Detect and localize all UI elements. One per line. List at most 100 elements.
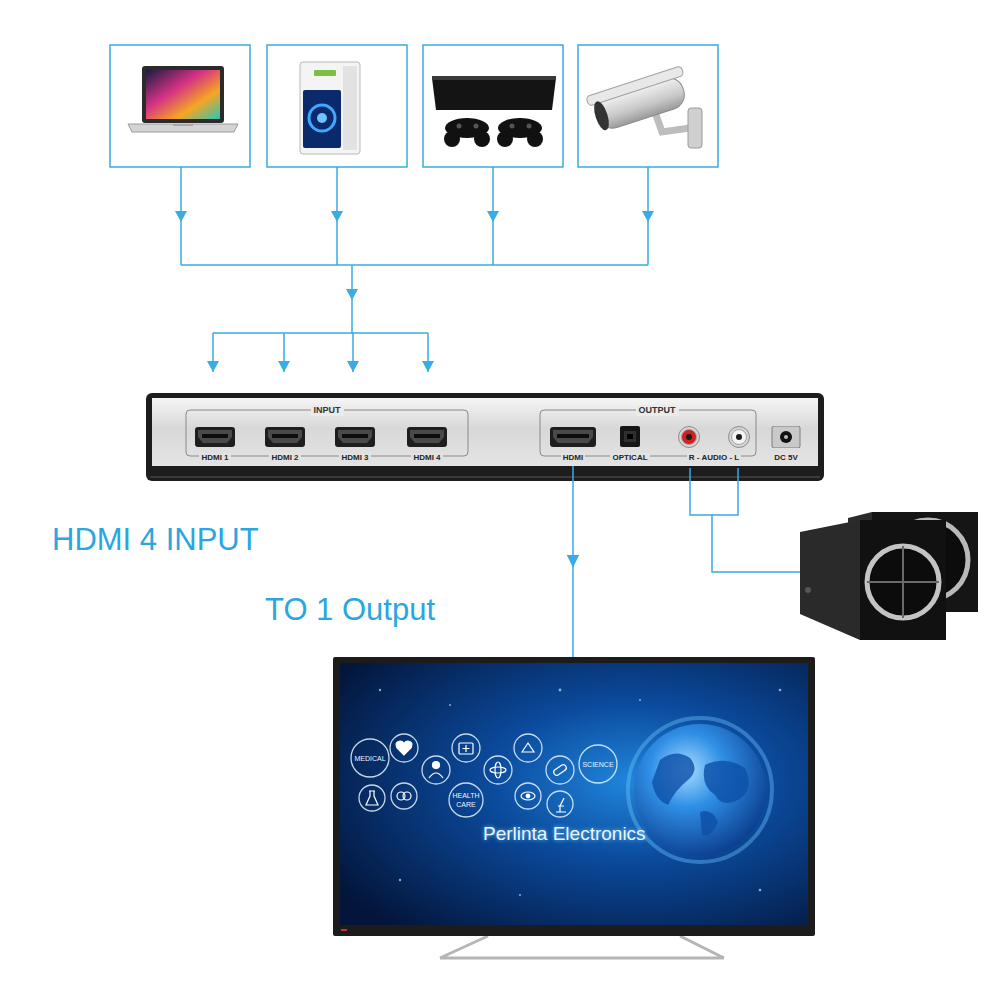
port-graphic (771, 426, 801, 448)
console-body (432, 78, 556, 110)
camera-hood (586, 66, 684, 106)
port-shape (620, 426, 640, 447)
source-box (423, 45, 563, 167)
flask-glyph (366, 791, 378, 805)
input-wires (181, 167, 648, 372)
arrowhead (175, 211, 187, 222)
microscope-glyph (556, 798, 566, 812)
switch-body (146, 393, 824, 481)
icon-circle (484, 756, 512, 784)
brain-glyph (403, 792, 411, 800)
port-shape (772, 426, 800, 448)
audio-jacks: R - AUDIO - L (674, 426, 754, 463)
pill-glyph (553, 764, 568, 777)
panel-face-fill (152, 398, 818, 466)
laptop-base (128, 124, 238, 132)
star (519, 894, 521, 896)
wire (181, 167, 648, 265)
hdmi-slot (342, 434, 368, 438)
port-label: HDMI 3 (339, 453, 370, 463)
hdmi-port: HDMI 2 (261, 426, 309, 463)
source-box (578, 45, 718, 167)
audio-wires (690, 468, 800, 572)
console-top (432, 76, 556, 80)
tv-screen-bg (340, 663, 808, 925)
globe (634, 724, 766, 856)
arrowhead (331, 211, 343, 222)
person-glyph (433, 762, 440, 769)
port-label: HDMI 4 (411, 453, 442, 463)
panel-label: OUTPUT (636, 405, 679, 416)
port-shape (550, 427, 596, 447)
eye-glyph (521, 792, 535, 800)
hdmi-slot (557, 434, 589, 438)
continent (652, 753, 695, 805)
camera-icon (586, 66, 702, 148)
continent (700, 811, 718, 835)
dc-pin (784, 435, 788, 439)
eye-pupil (526, 794, 530, 798)
hdmi-port: HDMI (545, 426, 601, 463)
screen-text: Perlinta Electronics (483, 823, 646, 844)
source-boxes (110, 45, 718, 167)
wire (690, 468, 738, 515)
rca-ring (682, 430, 697, 445)
star (449, 704, 451, 706)
panel-label: INPUT (311, 405, 344, 416)
icon-circle (547, 791, 573, 817)
port-label: R - AUDIO - L (687, 453, 741, 463)
console-icon (432, 76, 556, 147)
port-label: HDMI 1 (199, 453, 230, 463)
caption-label: TO 1 Output (265, 592, 435, 628)
star (559, 689, 562, 692)
pc-logo (314, 70, 336, 76)
output-group-outline (540, 410, 756, 456)
continent (704, 761, 749, 803)
atom-glyph (495, 762, 501, 778)
icon-glyphs (366, 741, 567, 812)
arrowhead (487, 211, 499, 222)
rca-hole (686, 434, 692, 440)
molecule-glyph (522, 743, 534, 752)
person-body (429, 773, 443, 778)
camera-mount (688, 108, 702, 148)
pc-window (303, 90, 341, 148)
icon-circle (449, 783, 483, 817)
pc-fan (309, 105, 335, 131)
controller-grip (444, 131, 460, 147)
optical-port: OPTICAL (607, 426, 653, 463)
screen-text: MEDICAL (352, 754, 388, 763)
arrowhead (207, 361, 219, 372)
laptop-screen (146, 70, 220, 119)
firstaid-glyph (459, 743, 473, 754)
speaker-box (860, 520, 946, 640)
switch-panel: INPUT OUTPUT HDMI 1 HDMI 2 HDMI 3 HDMI 4 HDMI O… (152, 398, 818, 466)
hdmi-slot (272, 434, 298, 438)
laptop-icon (128, 66, 238, 132)
port-graphic (334, 426, 376, 448)
port-shape (407, 427, 447, 447)
hdmi-socket (335, 427, 375, 447)
tv-frame (333, 657, 815, 936)
atom-glyph (490, 767, 506, 773)
icon-circles (351, 734, 617, 817)
arrowheads (175, 211, 654, 372)
camera-arm (655, 112, 690, 132)
hdmi-port: HDMI 1 (191, 426, 239, 463)
hdmi-socket-inner (268, 430, 302, 443)
wire (181, 264, 648, 266)
controller-grip (527, 131, 543, 147)
input-group-outline (186, 410, 468, 456)
hdmi-port: HDMI 4 (403, 426, 451, 463)
port-shape (679, 427, 750, 448)
rca-jack (729, 427, 750, 448)
speakers (800, 512, 978, 640)
pc-front (343, 66, 357, 150)
speaker-side (800, 520, 860, 640)
port-label: OPTICAL (610, 453, 649, 463)
port-shape (335, 427, 375, 447)
icon-circle (390, 734, 418, 762)
heart-glyph (396, 741, 412, 755)
